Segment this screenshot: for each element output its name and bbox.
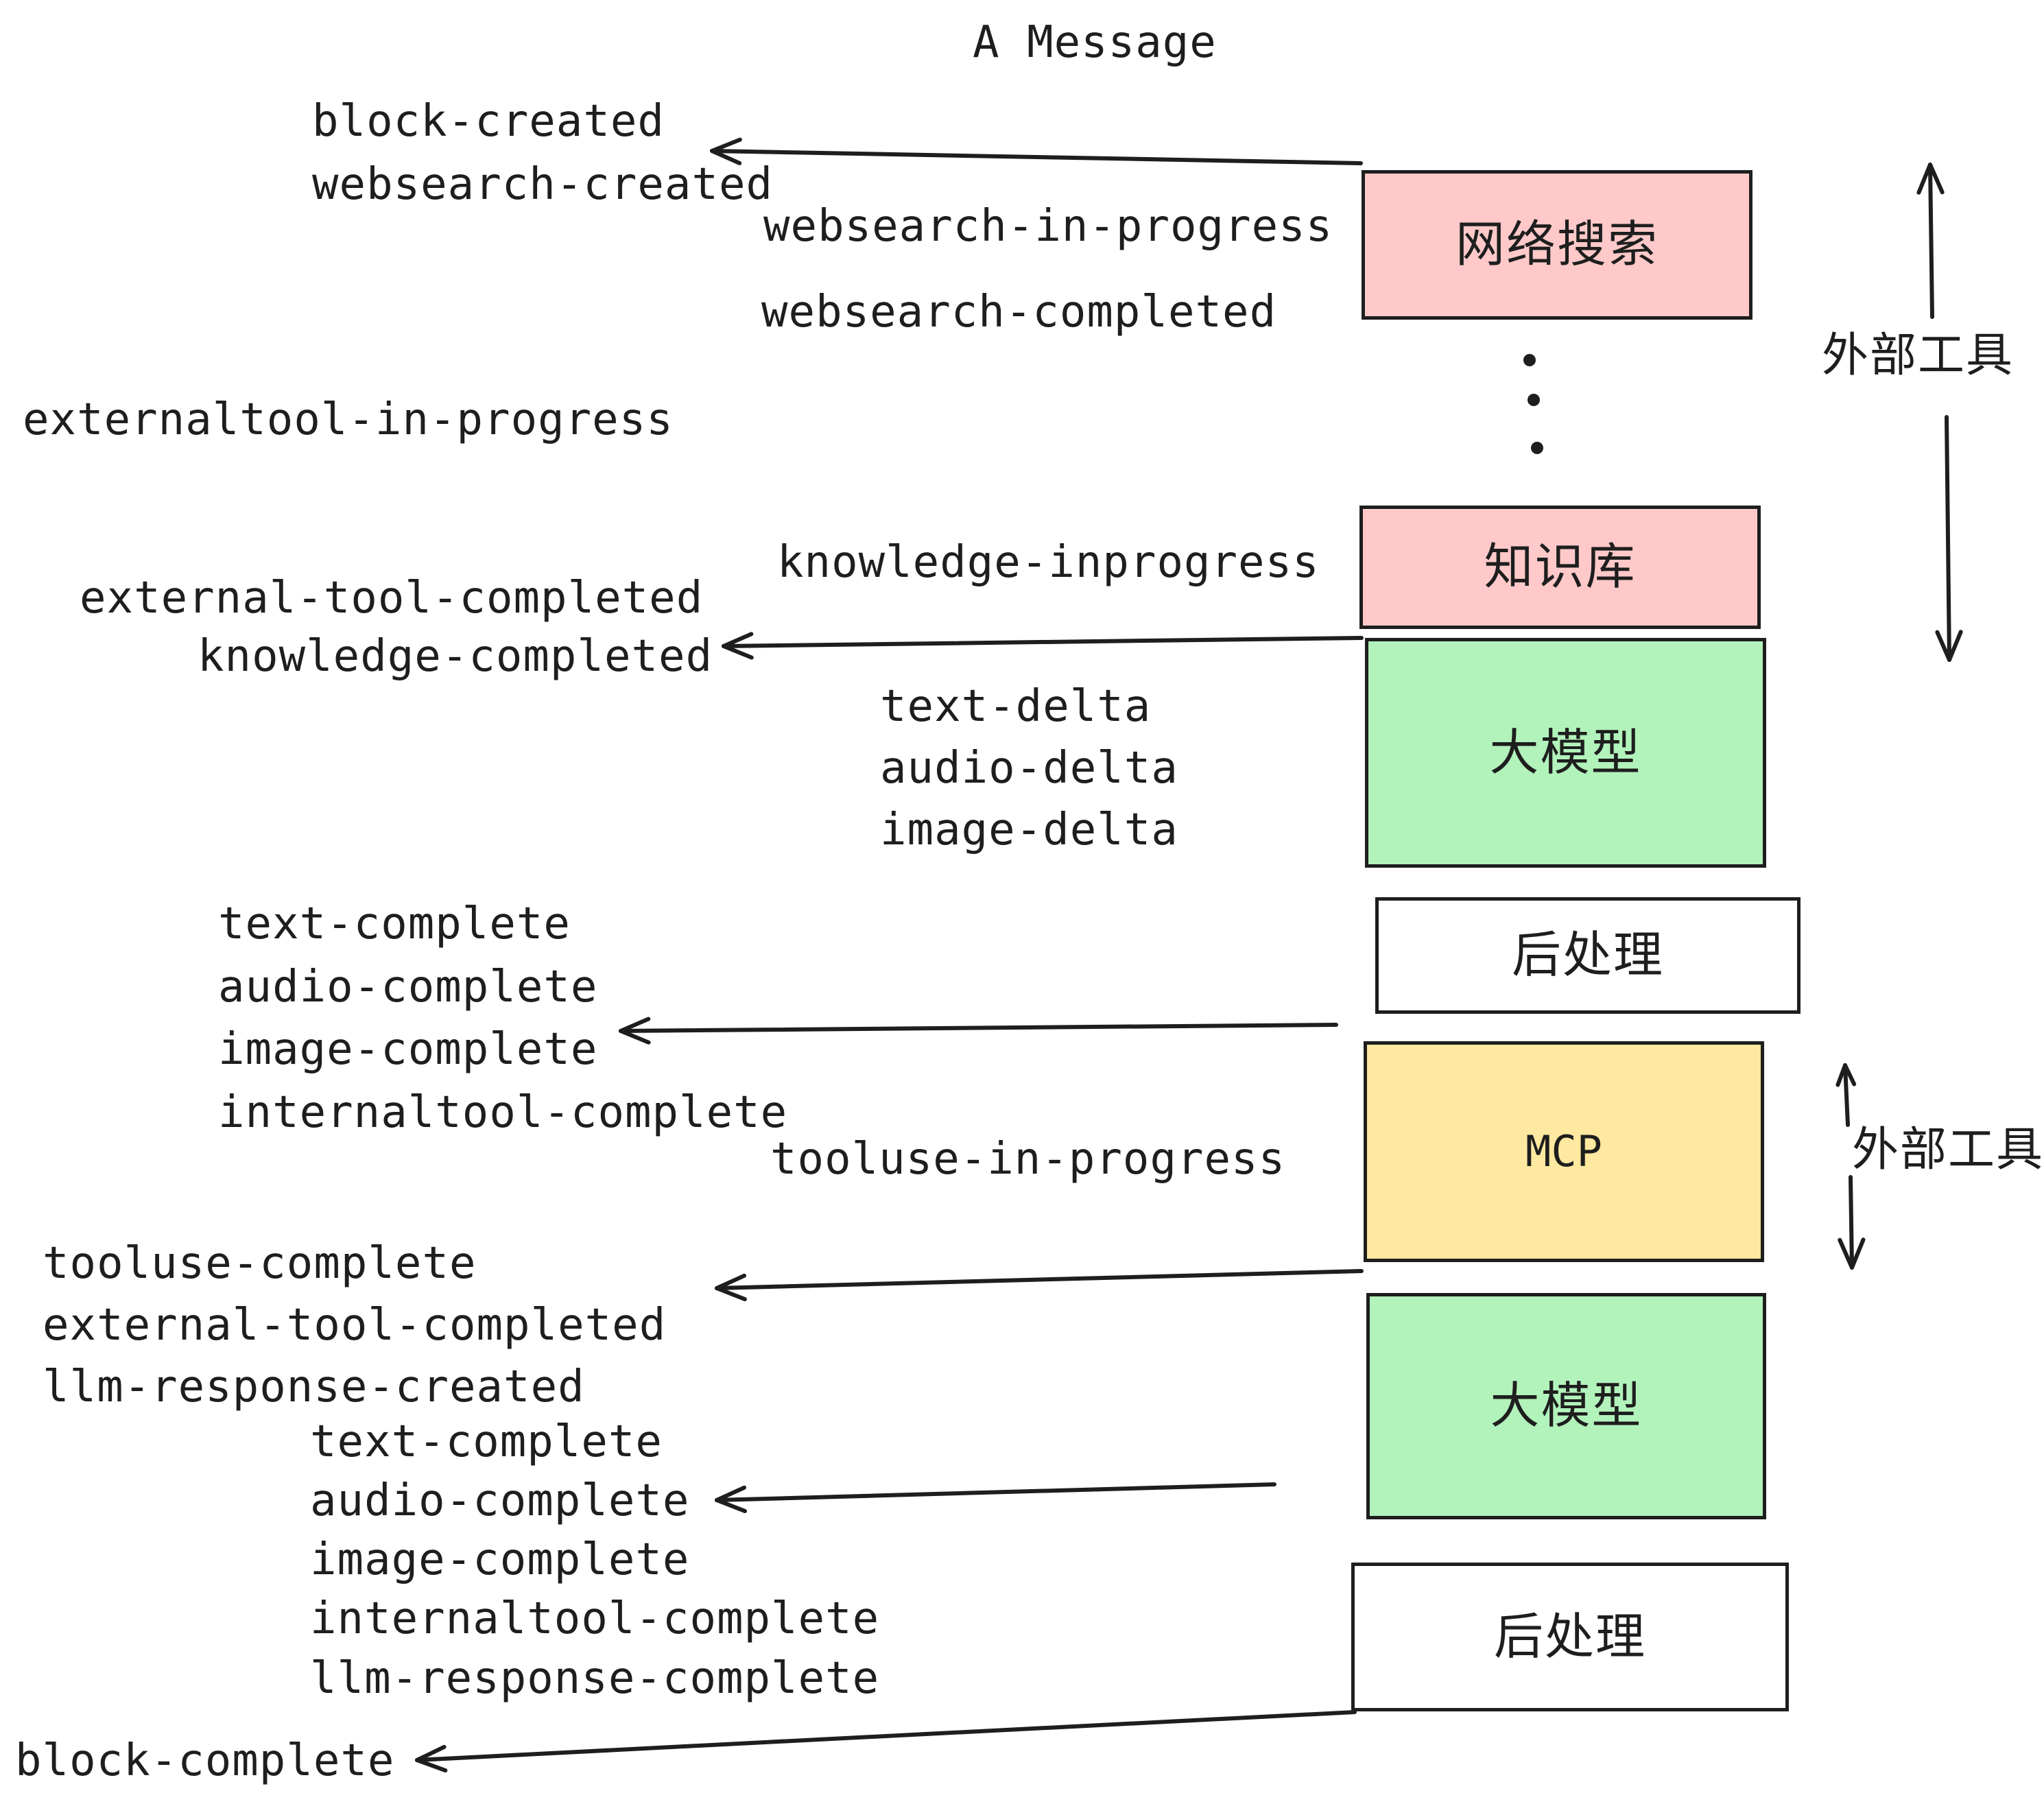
box-post-1: 后处理 <box>1375 897 1801 1014</box>
arrow-external-tools-down-head <box>1947 630 1963 662</box>
label-text-complete-1: text-complete <box>218 899 571 949</box>
box-llm-2-label: 大模型 <box>1490 1379 1643 1434</box>
label-block-created: block-created <box>312 96 665 147</box>
arrow-to-knowledge-completed-head <box>722 644 754 660</box>
label-image-delta-1: image-delta <box>880 805 1178 855</box>
arrow-to-block-complete-head <box>415 1758 448 1773</box>
arrow-external-tools-up <box>1928 163 1934 319</box>
arrow-mcp-tools-down <box>1849 1175 1854 1270</box>
label-tooluse-in-progress: tooluse-in-progress <box>770 1134 1286 1185</box>
label-external-tools-mcp: 外部工具 <box>1852 1124 2044 1176</box>
arrow-to-block-created-head <box>710 149 742 165</box>
label-image-complete-1: image-complete <box>218 1024 598 1075</box>
box-knowledge: 知识库 <box>1359 506 1761 629</box>
label-knowledge-inprogress: knowledge-inprogress <box>777 537 1320 588</box>
arrow-to-image-complete <box>619 1023 1338 1033</box>
arrow-to-audio-complete-head <box>715 1498 747 1513</box>
box-llm-2: 大模型 <box>1366 1293 1766 1519</box>
arrow-to-tooluse-complete-head <box>715 1273 747 1290</box>
label-external-tools-top: 外部工具 <box>1822 329 2015 381</box>
arrow-to-tooluse-complete-head <box>715 1286 747 1302</box>
label-text-delta-1: text-delta <box>880 681 1152 732</box>
ellipsis-dot <box>1523 354 1536 366</box>
label-tooluse-complete: tooluse-complete <box>43 1238 477 1289</box>
arrow-external-tools-down <box>1945 415 1951 662</box>
label-audio-complete-2: audio-complete <box>310 1475 690 1526</box>
label-external-tool-completed-1: external-tool-completed <box>80 573 704 624</box>
arrow-to-knowledge-completed <box>722 636 1364 648</box>
diagram-title: A Message <box>973 17 1217 68</box>
label-websearch-completed: websearch-completed <box>761 287 1277 337</box>
arrow-to-knowledge-completed-head <box>722 632 754 648</box>
label-block-complete: block-complete <box>15 1735 395 1786</box>
box-post-2: 后处理 <box>1351 1563 1789 1711</box>
box-mcp: MCP <box>1364 1041 1764 1262</box>
arrow-to-image-complete-head <box>619 1017 651 1033</box>
label-llm-response-complete: llm-response-complete <box>310 1653 880 1704</box>
label-external-tool-completed-2: external-tool-completed <box>43 1300 667 1351</box>
arrow-external-tools-up-head <box>1916 163 1932 195</box>
arrow-to-block-complete <box>415 1710 1357 1762</box>
arrow-to-block-created-head <box>710 137 742 153</box>
arrow-to-tooluse-complete <box>715 1269 1364 1290</box>
arrow-mcp-tools-up <box>1843 1063 1850 1127</box>
label-image-complete-2: image-complete <box>310 1534 690 1585</box>
label-websearch-in-progress: websearch-in-progress <box>763 201 1333 252</box>
label-audio-delta-1: audio-delta <box>880 743 1178 794</box>
label-knowledge-completed: knowledge-completed <box>198 631 713 682</box>
arrow-to-audio-complete <box>715 1482 1276 1502</box>
box-websearch: 网络搜索 <box>1362 170 1752 320</box>
arrow-mcp-tools-down-head <box>1850 1237 1866 1270</box>
ellipsis-dot <box>1528 394 1540 406</box>
arrow-mcp-tools-up-head <box>1843 1063 1857 1087</box>
label-audio-complete-1: audio-complete <box>218 962 598 1012</box>
box-websearch-label: 网络搜索 <box>1455 217 1659 272</box>
arrow-mcp-tools-up-head <box>1835 1063 1847 1087</box>
box-knowledge-label: 知识库 <box>1484 540 1637 595</box>
ellipsis-dot <box>1531 442 1543 454</box>
label-text-complete-2: text-complete <box>310 1416 663 1467</box>
box-mcp-label: MCP <box>1525 1126 1602 1176</box>
box-post-2-label: 后处理 <box>1493 1609 1646 1665</box>
arrow-to-block-complete-head <box>415 1744 447 1762</box>
label-externaltool-in-progress: externaltool-in-progress <box>23 394 674 445</box>
label-internaltool-complete-1: internaltool-complete <box>218 1087 788 1138</box>
arrow-mcp-tools-down-head <box>1838 1237 1854 1270</box>
arrow-to-image-complete-head <box>619 1029 651 1045</box>
arrow-external-tools-up-head <box>1928 163 1945 195</box>
label-internaltool-complete-2: internaltool-complete <box>310 1593 880 1644</box>
arrow-to-audio-complete-head <box>715 1485 747 1502</box>
arrow-external-tools-down-head <box>1935 630 1951 662</box>
box-llm-1-label: 大模型 <box>1489 725 1642 781</box>
box-post-1-label: 后处理 <box>1511 928 1664 983</box>
label-llm-response-created: llm-response-created <box>43 1362 585 1412</box>
box-llm-1: 大模型 <box>1365 638 1766 868</box>
label-websearch-created: websearch-created <box>312 159 774 210</box>
arrow-to-block-created <box>710 149 1363 165</box>
